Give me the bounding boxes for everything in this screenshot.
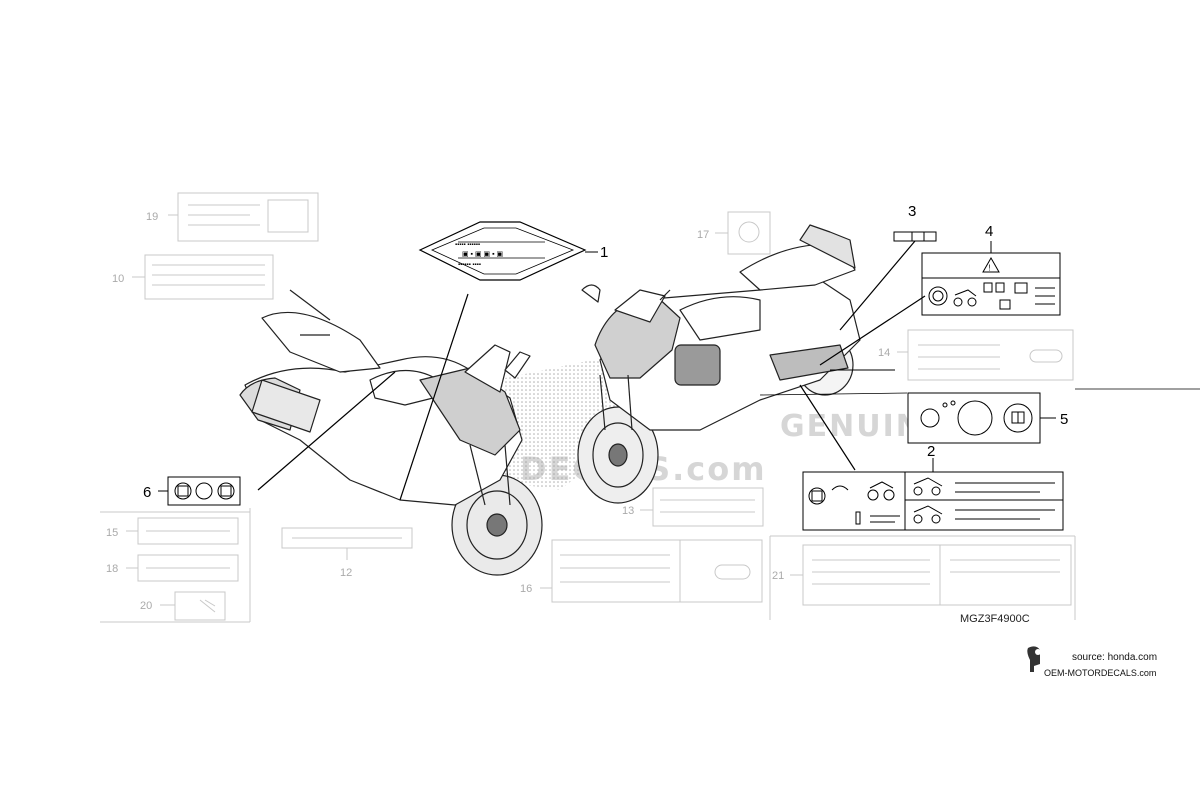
leader-1b — [399, 293, 469, 501]
callout-15: 15 — [106, 527, 118, 539]
callout-5: 5 — [1060, 411, 1068, 428]
callout-20: 20 — [140, 600, 152, 612]
decal-3 — [893, 231, 937, 242]
faint-decal-14 — [907, 329, 1074, 381]
leader-5-pointer — [759, 392, 908, 396]
leader-2 — [799, 384, 856, 471]
faint-decal-17 — [727, 211, 771, 255]
svg-text:▣ ▪ ▣ ▣ ▪ ▣: ▣ ▪ ▣ ▣ ▪ ▣ — [462, 251, 503, 258]
faint-decal-20 — [174, 591, 226, 621]
faint-decal-group — [100, 192, 1076, 623]
credit-site: OEM-MOTORDECALS.com — [1044, 668, 1156, 678]
callout-19: 19 — [146, 211, 158, 223]
callout-3: 3 — [908, 203, 916, 220]
faint-decal-16 — [551, 539, 763, 603]
motorcycle-right-drawing — [577, 224, 861, 504]
faint-decal-13 — [652, 487, 764, 527]
callout-4: 4 — [985, 223, 993, 240]
callout-6: 6 — [143, 484, 151, 501]
motorcycle-left-drawing — [239, 289, 543, 576]
watermark-genuine: GENUIN — [780, 409, 923, 444]
credit-logo-icon — [1027, 646, 1041, 672]
callout-14: 14 — [878, 347, 890, 359]
decal-2 — [802, 471, 1064, 531]
svg-text:!: ! — [989, 264, 991, 273]
faint-decal-21 — [802, 544, 1072, 606]
callout-12: 12 — [340, 567, 352, 579]
leader-6b — [257, 371, 396, 491]
callout-10: 10 — [112, 273, 124, 285]
decal-1-emblem: ▪▪▪▪▪ ▪▪▪▪▪▪ ▣ ▪ ▣ ▣ ▪ ▣ ▪▪▪▪▪▪ ▪▪▪▪ — [418, 221, 587, 281]
callout-1: 1 — [600, 244, 608, 261]
decal-5 — [907, 392, 1041, 444]
faint-decal-10 — [144, 254, 274, 300]
svg-text:▪▪▪▪▪ ▪▪▪▪▪▪: ▪▪▪▪▪ ▪▪▪▪▪▪ — [455, 242, 480, 248]
decal-6 — [167, 476, 241, 506]
svg-text:▪▪▪▪▪▪ ▪▪▪▪: ▪▪▪▪▪▪ ▪▪▪▪ — [458, 262, 481, 268]
drawing-code: MGZ3F4900C — [960, 613, 1030, 625]
callout-13: 13 — [622, 505, 634, 517]
decal-4-warning: ! — [921, 252, 1061, 316]
leader-4 — [819, 295, 926, 366]
callout-18: 18 — [106, 563, 118, 575]
faint-decal-19 — [177, 192, 319, 242]
credit-source: source: honda.com — [1072, 652, 1157, 663]
callout-17: 17 — [697, 229, 709, 241]
callout-16: 16 — [520, 583, 532, 595]
leader-3 — [839, 240, 916, 331]
callout-21: 21 — [772, 570, 784, 582]
callout-2: 2 — [927, 443, 935, 460]
